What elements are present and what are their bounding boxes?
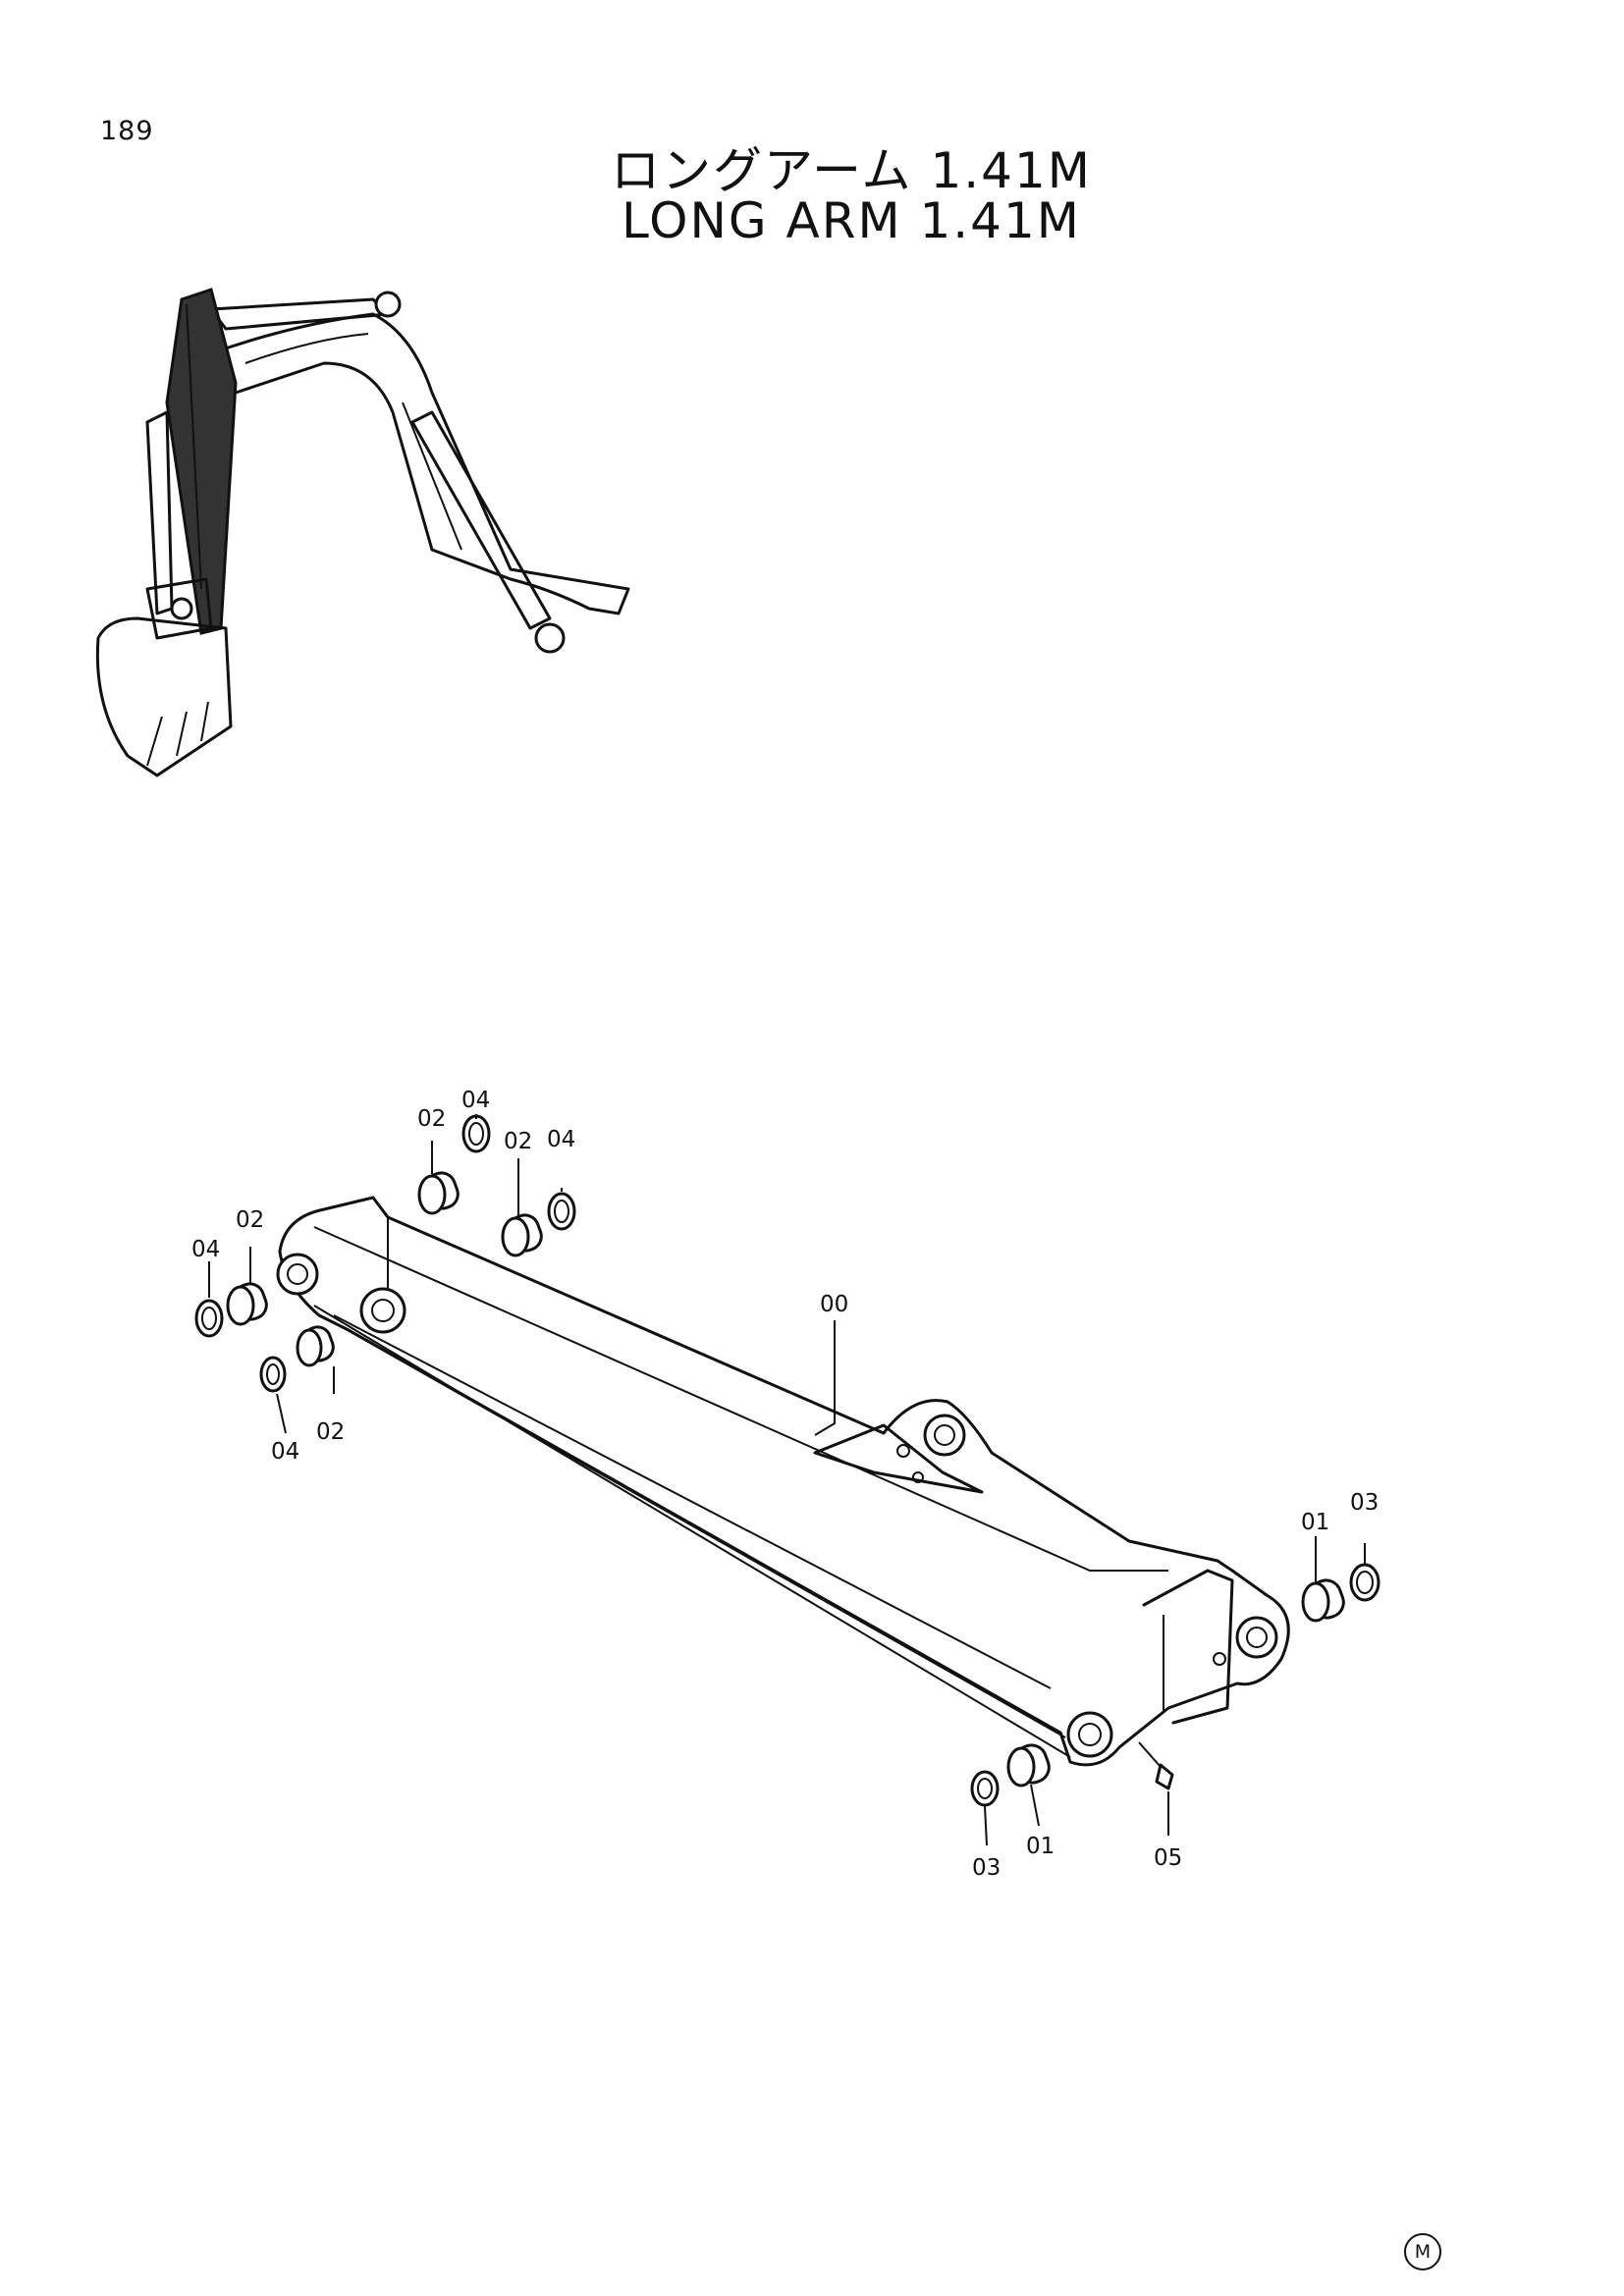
callout-04-bottom: 04	[271, 1439, 299, 1465]
callout-02-top-right: 02	[504, 1129, 532, 1154]
callout-03-rear-upper: 03	[1350, 1490, 1379, 1516]
callout-00-arm: 00	[820, 1292, 848, 1317]
excavator-overview-illustration	[95, 288, 630, 777]
page-number: 189	[100, 116, 154, 146]
callout-04-top-left: 04	[461, 1088, 490, 1113]
bushing-02-top-right	[501, 1213, 543, 1257]
bushing-02-front-left	[226, 1282, 268, 1326]
title-english: LONG ARM 1.41M	[622, 192, 1081, 249]
ring-04-front-left	[194, 1299, 224, 1338]
callout-01-rear-upper: 01	[1301, 1510, 1329, 1535]
title-japanese: ロングアーム 1.41M	[611, 142, 1092, 199]
callout-02-top-left: 02	[417, 1106, 446, 1132]
callout-04-left: 04	[191, 1237, 220, 1262]
callout-04-top-right: 04	[547, 1127, 575, 1152]
ring-04-top-right	[547, 1192, 576, 1231]
manufacturer-mark: M	[1404, 2233, 1441, 2270]
ring-03-rear-upper	[1349, 1563, 1380, 1602]
bushing-02-top-left	[417, 1171, 460, 1215]
callout-05-grease-nipple: 05	[1154, 1845, 1182, 1871]
bushing-01-rear-lower	[1006, 1743, 1051, 1788]
ring-03-rear-lower	[970, 1770, 1000, 1807]
long-arm-exploded-view: 04 02 02 04 04 02 04 02 00 01 03 03 01 0…	[191, 1088, 1380, 1881]
bushing-01-rear-upper	[1301, 1578, 1345, 1623]
ring-04-top-left	[461, 1114, 491, 1153]
callout-02-bottom: 02	[316, 1419, 345, 1445]
ring-04-front-lower	[259, 1356, 287, 1393]
callout-03-rear-lower: 03	[972, 1855, 1001, 1881]
callout-01-rear-lower: 01	[1026, 1834, 1055, 1859]
bushing-02-front-lower	[296, 1325, 335, 1367]
callout-02-left: 02	[236, 1207, 264, 1233]
